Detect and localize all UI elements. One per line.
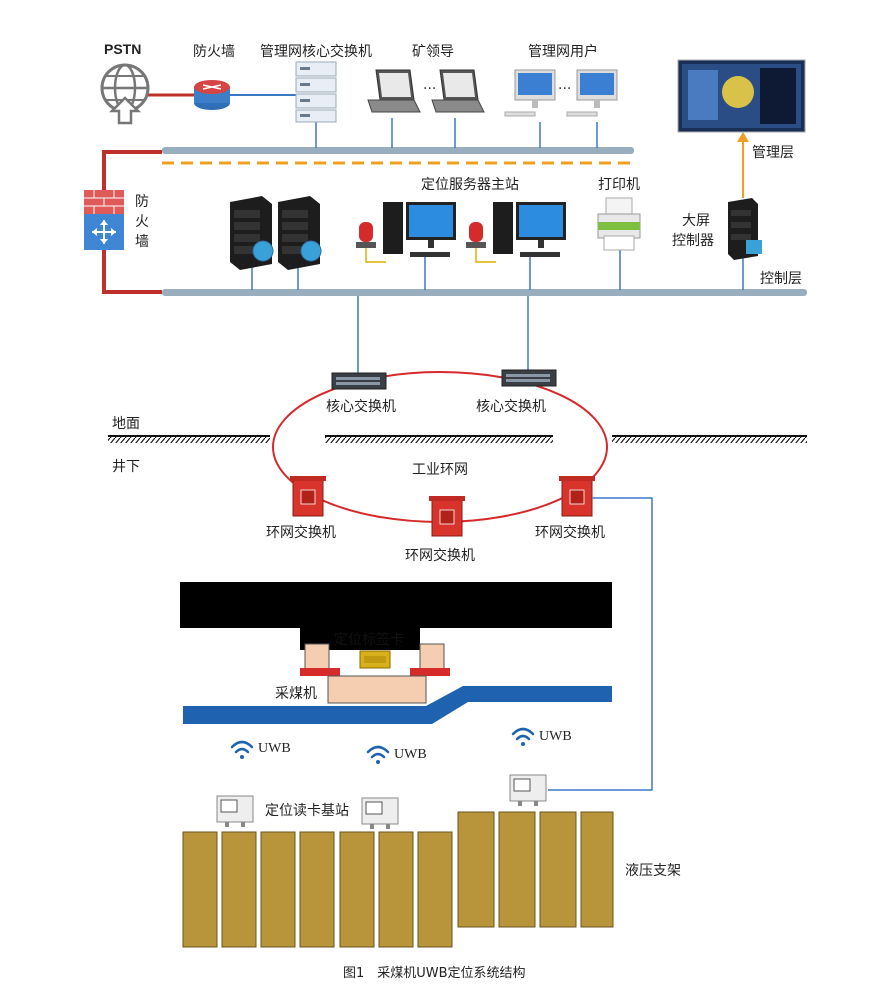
- control-bus: [162, 289, 807, 296]
- laptop-icon: [431, 69, 485, 113]
- ring-switch-right-label: 环网交换机: [535, 525, 605, 541]
- reader-station-label: 定位读卡基站: [265, 803, 349, 819]
- control-layer-label: 控制层: [760, 271, 802, 287]
- ground-line: [108, 435, 807, 443]
- location-server-label: 定位服务器主站: [421, 177, 519, 193]
- shearer: [300, 643, 450, 704]
- tag-card-label: 定位标签卡: [334, 632, 404, 648]
- core-switch-icon: [331, 372, 387, 390]
- svg-text:···: ···: [558, 81, 571, 97]
- server-icon: [728, 198, 762, 260]
- ring-switch-left-label: 环网交换机: [266, 525, 336, 541]
- ring-switch-icon: [559, 476, 595, 517]
- core-switch-icon: [501, 369, 557, 387]
- router-icon: [194, 80, 230, 110]
- printer-icon: [597, 197, 641, 251]
- big-screen-ctrl-label-1: 大屏: [682, 213, 710, 229]
- screen-arrow: [737, 132, 749, 198]
- globe-icon: [100, 63, 150, 125]
- firewall-top-label: 防火墙: [193, 44, 235, 60]
- management-bus: [162, 147, 634, 154]
- svg-text:···: ···: [423, 81, 436, 97]
- printer-label: 打印机: [598, 177, 640, 193]
- firewall-side-label: 防火墙: [135, 194, 149, 250]
- alarm-light-icon: [466, 222, 486, 248]
- reader-station-icon: [361, 797, 399, 829]
- ring-switch-mid-label: 环网交换机: [405, 548, 475, 564]
- ring-to-reader-link: [548, 497, 653, 791]
- core-switch-left-label: 核心交换机: [326, 399, 396, 415]
- mine-leader-label: 矿领导: [412, 44, 454, 60]
- alarm-light-icon: [356, 222, 376, 248]
- mgmt-core-switch-label: 管理网核心交换机: [260, 44, 372, 60]
- industrial-ring-label: 工业环网: [412, 462, 468, 478]
- firewall-icon: [84, 190, 124, 250]
- reader-station-icon: [216, 795, 254, 827]
- uwb-label-1: UWB: [258, 741, 291, 756]
- wifi-icon: [511, 727, 535, 746]
- uwb-label-3: UWB: [539, 729, 572, 744]
- ground-label: 地面: [112, 416, 140, 432]
- desktop-icon: [383, 202, 456, 257]
- control-drops: [251, 250, 744, 375]
- wifi-icon: [366, 745, 390, 764]
- server-icon: [278, 196, 322, 270]
- hydraulic-supports: [182, 811, 614, 948]
- pstn-label: PSTN: [104, 41, 142, 57]
- switch-stack-icon: [295, 61, 337, 123]
- video-wall-icon: [677, 59, 806, 133]
- desktop-icon: [566, 69, 618, 117]
- reader-station-icon: [509, 774, 547, 806]
- ring-switch-icon: [429, 496, 465, 537]
- mgmt-layer-label: 管理层: [752, 145, 794, 161]
- figure-caption: 图1 采煤机UWB定位系统结构: [343, 966, 526, 981]
- server-icon: [230, 196, 274, 270]
- big-screen-ctrl-label-2: 控制器: [672, 233, 714, 249]
- shearer-label: 采煤机: [275, 686, 317, 702]
- wifi-icon: [230, 740, 254, 759]
- core-switch-right-label: 核心交换机: [476, 399, 546, 415]
- management-drops: [315, 118, 598, 148]
- coal-face: [180, 582, 612, 724]
- uwb-label-2: UWB: [394, 747, 427, 762]
- mgmt-users-label: 管理网用户: [528, 44, 598, 60]
- tag-card-icon: [359, 650, 391, 669]
- laptop-icon: [367, 69, 421, 113]
- desktop-icon: [504, 69, 556, 117]
- hydraulic-support-label: 液压支架: [625, 863, 681, 879]
- desktop-icon: [493, 202, 566, 257]
- ring-switch-icon: [290, 476, 326, 517]
- underground-label: 井下: [112, 459, 140, 475]
